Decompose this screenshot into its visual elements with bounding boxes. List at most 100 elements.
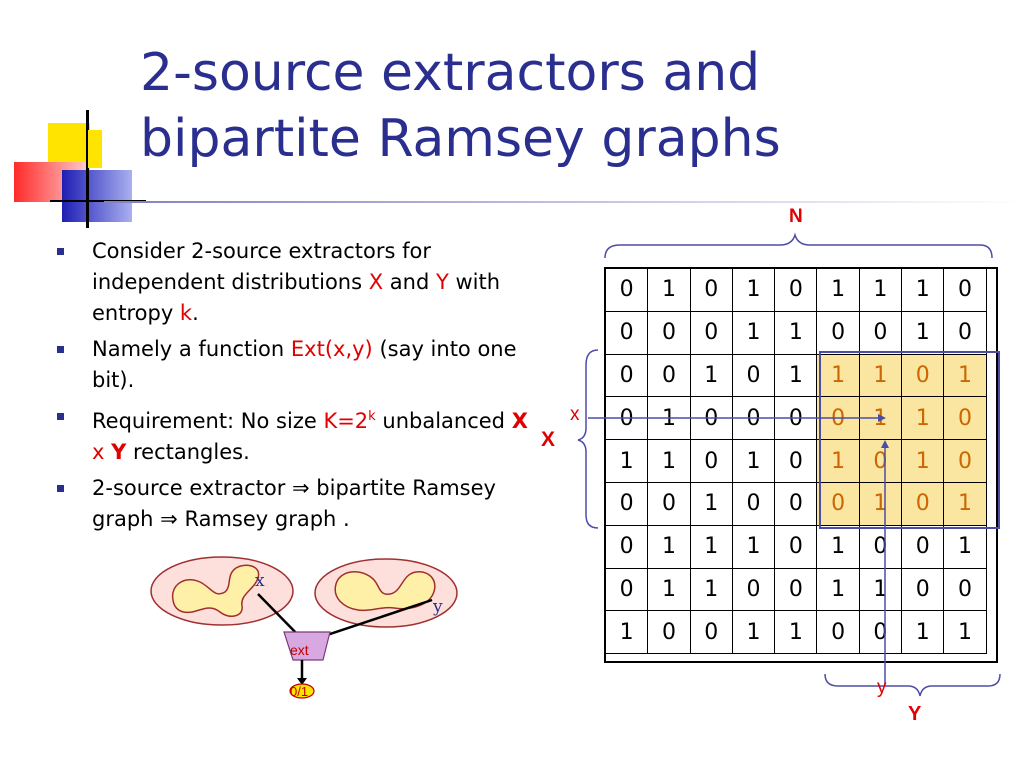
- source-x-shape: [171, 564, 260, 617]
- matrix-cell: 0: [731, 567, 776, 612]
- matrix-cell: 0: [816, 481, 860, 526]
- output-bubble: [289, 683, 315, 699]
- x-small-label: x: [570, 404, 580, 425]
- matrix-cell: 0: [647, 610, 691, 655]
- matrix-cell: 0: [774, 481, 818, 526]
- bullet-marker: [57, 248, 64, 255]
- matrix-cell: 1: [689, 567, 733, 612]
- bullet-text: (say into one bit).: [92, 337, 517, 392]
- matrix-cell: 0: [943, 310, 987, 355]
- matrix-cell: 1: [901, 439, 945, 483]
- ext-box: [283, 631, 331, 661]
- deco-horizontal-line: [50, 200, 146, 202]
- matrix-cell: 0: [901, 481, 945, 526]
- matrix-cell: 1: [816, 353, 860, 398]
- matrix-cell: 1: [647, 439, 691, 483]
- bullet-text: and: [383, 270, 436, 294]
- matrix-cell: 1: [647, 268, 691, 312]
- matrix-cell: 1: [604, 439, 649, 483]
- matrix-cell: 1: [943, 481, 987, 526]
- y-small-label: y: [877, 677, 887, 698]
- n-label: N: [789, 206, 803, 227]
- matrix-cell: 1: [943, 524, 987, 569]
- matrix-cell: 1: [816, 567, 860, 612]
- var-k-expr: K=2: [323, 409, 369, 433]
- matrix-cell: 0: [689, 439, 733, 483]
- matrix-cell: 1: [901, 310, 945, 355]
- source-y-shape: [334, 571, 436, 612]
- bullet-text: unbalanced: [375, 409, 512, 433]
- matrix-cell: 1: [858, 353, 903, 398]
- matrix-cell: 1: [901, 268, 945, 312]
- matrix-cell: 0: [604, 567, 649, 612]
- title-line-2: bipartite Ramsey graphs: [140, 109, 781, 169]
- arrow-y-to-ext: [311, 598, 433, 642]
- y-brace: [824, 673, 1001, 697]
- matrix-cell: 0: [943, 439, 987, 483]
- matrix-cell: 0: [943, 268, 987, 312]
- matrix-cell: 1: [774, 310, 818, 355]
- bullet-item: Consider 2-source extractors for indepen…: [55, 236, 535, 329]
- implies-arrow: ⇒: [292, 476, 310, 500]
- matrix-cell: 0: [689, 310, 733, 355]
- matrix-cell: 0: [774, 567, 818, 612]
- matrix-cell: 0: [647, 481, 691, 526]
- matrix-cell: 0: [604, 310, 649, 355]
- var-k-superscript: k: [368, 409, 376, 424]
- matrix-cell: 1: [731, 268, 776, 312]
- matrix-cell: 0: [689, 610, 733, 655]
- bullet-item: Namely a function Ext(x,y) (say into one…: [55, 334, 535, 396]
- bullet-item: Requirement: No size K=2k unbalanced X x…: [55, 401, 535, 468]
- matrix-cell: 1: [858, 567, 903, 612]
- bullet-text: Ramsey graph .: [177, 507, 350, 531]
- matrix-cell: 0: [816, 610, 860, 655]
- slide-title: 2-source extractors and bipartite Ramsey…: [140, 40, 1000, 172]
- x-big-label: X: [541, 428, 556, 451]
- var-y: Y: [111, 440, 127, 464]
- times-x: x: [92, 440, 112, 464]
- matrix-cell: 1: [943, 353, 987, 398]
- matrix-cell: 0: [901, 567, 945, 612]
- bullet-marker: [57, 485, 64, 492]
- bullet-text: .: [192, 301, 199, 325]
- matrix-cell: 1: [858, 481, 903, 526]
- matrix-cell: 1: [943, 610, 987, 655]
- x-arrowhead: [878, 414, 886, 422]
- bullet-marker: [57, 413, 64, 420]
- bullet-text: Requirement: No size: [92, 409, 324, 433]
- matrix-cell: 0: [858, 524, 903, 569]
- var-x: X: [368, 270, 384, 294]
- matrix-annotations: [577, 232, 1001, 697]
- matrix-cell: 0: [604, 268, 649, 312]
- matrix-cell: 1: [901, 610, 945, 655]
- ext-label: ext: [290, 642, 309, 658]
- deco-blue-square: [62, 170, 132, 222]
- bullet-list: Consider 2-source extractors for indepen…: [55, 236, 535, 540]
- matrix-cell: 1: [689, 481, 733, 526]
- deco-vertical-line: [86, 110, 89, 228]
- matrix-cell: 0: [901, 353, 945, 398]
- bullet-text: bipartite Ramsey graph: [92, 476, 496, 531]
- output-label: 0/1: [290, 684, 308, 699]
- matrix-cell: 1: [647, 524, 691, 569]
- matrix-cell: 0: [604, 353, 649, 398]
- rectangle-highlight: [819, 351, 1000, 529]
- matrix-cell: 1: [774, 610, 818, 655]
- matrix-cell: 1: [647, 567, 691, 612]
- matrix-cell: 1: [816, 268, 860, 312]
- source-x-ellipse: [150, 556, 294, 626]
- extractor-diagram: x y ext 0/1: [150, 556, 458, 699]
- x-brace: [577, 349, 599, 529]
- matrix-cell: 1: [731, 439, 776, 483]
- bullet-text: Namely a function: [92, 337, 291, 361]
- bullet-text: rectangles.: [126, 440, 250, 464]
- matrix-cell: 1: [604, 610, 649, 655]
